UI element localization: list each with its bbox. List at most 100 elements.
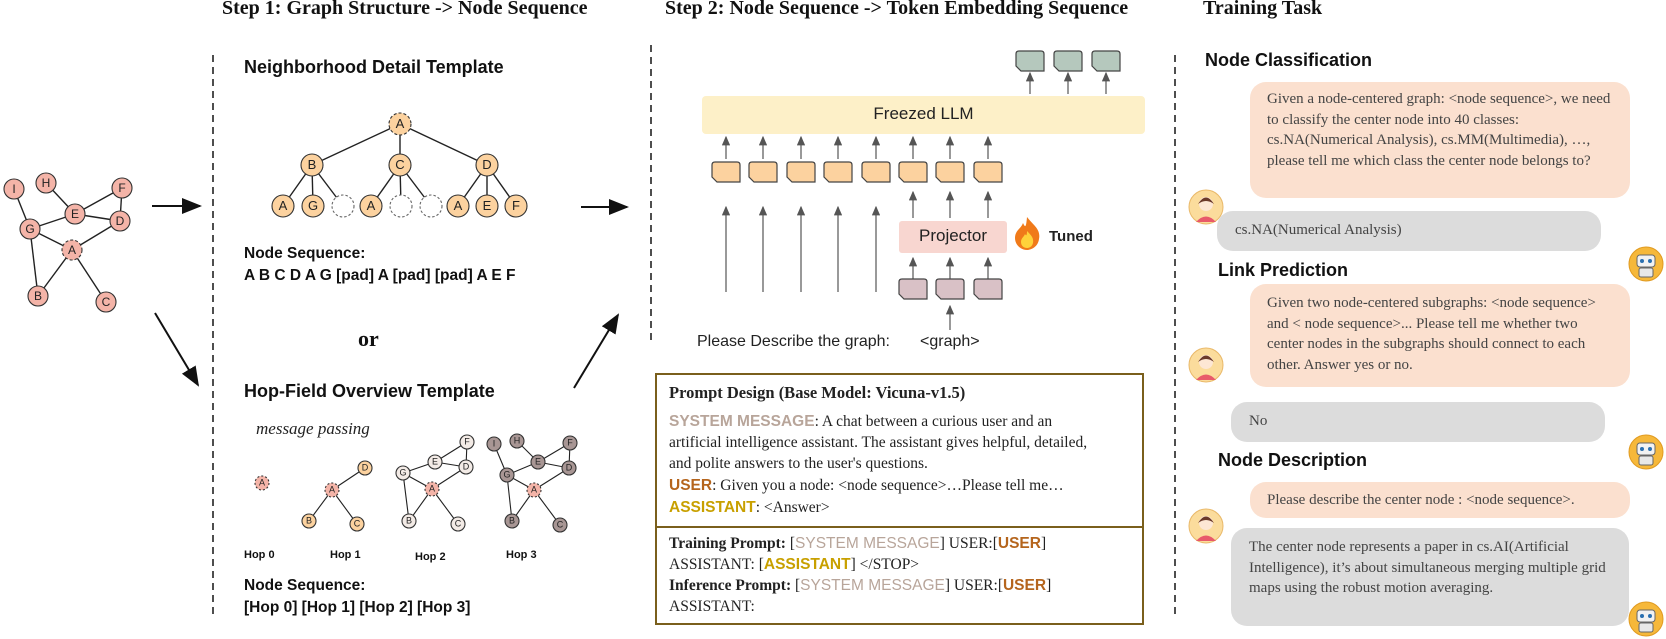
hop3-f-label: F bbox=[567, 438, 573, 448]
hop-label-3: Hop 3 bbox=[506, 549, 537, 561]
tree-node-0: A bbox=[388, 112, 412, 136]
hop1-b: B bbox=[301, 513, 317, 529]
node-description-title: Node Description bbox=[1218, 450, 1368, 470]
projector-box bbox=[899, 221, 1007, 253]
training-prompt-line: Training Prompt: [SYSTEM MESSAGE] USER:[… bbox=[669, 535, 1047, 552]
tree-node-3: D bbox=[475, 153, 499, 177]
hop3-d: D bbox=[561, 460, 577, 476]
output-token-1 bbox=[1053, 50, 1083, 72]
assistant-line: ASSISTANT: <Answer> bbox=[669, 499, 830, 516]
input-node-6: A bbox=[61, 239, 83, 261]
input-node-5-label: D bbox=[116, 214, 125, 228]
tokens-layer bbox=[711, 50, 1121, 300]
input-prompt-text: Please Describe the graph: bbox=[697, 333, 890, 350]
hop3-center-label: A bbox=[531, 485, 537, 495]
avatars-layer bbox=[1188, 189, 1664, 637]
hop2-b: B bbox=[401, 513, 417, 529]
hop1-b-label: B bbox=[306, 516, 312, 526]
node-classification-answer: cs.NA(Numerical Analysis) bbox=[1217, 211, 1601, 251]
robot-avatar-icon-1 bbox=[1628, 246, 1664, 282]
hop-label-0: Hop 0 bbox=[244, 549, 275, 561]
tree-node-7-label: A bbox=[454, 198, 463, 213]
hop2-d: D bbox=[458, 459, 474, 475]
hop3-i-label: I bbox=[493, 439, 496, 449]
tree-node-7: A bbox=[446, 194, 470, 218]
graph-token-2 bbox=[973, 278, 1003, 300]
output-token-0 bbox=[1015, 50, 1045, 72]
tree-node-9-label: F bbox=[512, 198, 520, 213]
user-line: USER: Given you a node: <node sequence>…… bbox=[669, 477, 1064, 494]
embedding-token-6 bbox=[935, 161, 965, 183]
tree-node-1: B bbox=[300, 153, 324, 177]
tree-node-1-label: B bbox=[308, 157, 317, 172]
hop2-center: A bbox=[424, 481, 440, 497]
input-node-0: I bbox=[3, 178, 25, 200]
training-prompt-line-2: ASSISTANT: [ASSISTANT] </STOP> bbox=[669, 556, 920, 573]
tree-pad-node-1 bbox=[389, 194, 413, 218]
tree-node-8-label: E bbox=[483, 198, 492, 213]
tree-node-6-label: A bbox=[367, 198, 376, 213]
hop1-c-label: C bbox=[354, 519, 361, 529]
robot-avatar-icon-2 bbox=[1628, 434, 1664, 470]
step2-heading: Step 2: Node Sequence -> Token Embedding… bbox=[665, 0, 1129, 19]
hop2-f: F bbox=[459, 434, 475, 450]
hop2-g: G bbox=[395, 465, 411, 481]
input-node-0-label: I bbox=[12, 182, 15, 196]
training-task-heading: Training Task bbox=[1203, 0, 1323, 19]
tree-node-6: A bbox=[359, 194, 383, 218]
hop2-e-label: E bbox=[432, 457, 438, 467]
graph-token-0 bbox=[898, 278, 928, 300]
prompt-divider bbox=[657, 526, 1142, 528]
neighborhood-template-title: Neighborhood Detail Template bbox=[244, 57, 504, 77]
hop3-b-label: B bbox=[509, 516, 515, 526]
node-sequence-value: A B C D A G [pad] A [pad] [pad] A E F bbox=[244, 267, 516, 284]
hop2-c-label: C bbox=[455, 519, 462, 529]
hop1-center: A bbox=[324, 482, 340, 498]
hop3-e-label: E bbox=[535, 457, 541, 467]
tree-node-4-label: A bbox=[279, 198, 288, 213]
tree-node-5: G bbox=[301, 194, 325, 218]
embedding-token-1 bbox=[748, 161, 778, 183]
hop2-f-label: F bbox=[464, 437, 470, 447]
robot-avatar-icon-3 bbox=[1628, 601, 1664, 637]
hop3-e: E bbox=[530, 454, 546, 470]
tree-node-0-label: A bbox=[396, 116, 405, 131]
user-avatar-icon-1 bbox=[1188, 189, 1224, 225]
hop1-center-label: A bbox=[329, 485, 335, 495]
user-avatar-icon-2 bbox=[1188, 347, 1224, 383]
embedding-token-5 bbox=[898, 161, 928, 183]
prompt-design-title: Prompt Design (Base Model: Vicuna-v1.5) bbox=[669, 383, 966, 402]
input-node-1-label: H bbox=[42, 176, 51, 190]
embedding-token-0 bbox=[711, 161, 741, 183]
input-node-2-label: F bbox=[118, 181, 125, 195]
hopfield-template-title: Hop-Field Overview Template bbox=[244, 381, 495, 401]
input-node-3: G bbox=[19, 218, 41, 240]
graph-token-1 bbox=[935, 278, 965, 300]
step1-heading: Step 1: Graph Structure -> Node Sequence bbox=[222, 0, 588, 19]
system-message-line: SYSTEM MESSAGE: A chat between a curious… bbox=[669, 413, 1053, 430]
tree-node-3-label: D bbox=[482, 157, 491, 172]
token-arrows bbox=[721, 71, 1111, 330]
hop2-b-label: B bbox=[406, 516, 412, 526]
link-prediction-answer: No bbox=[1231, 402, 1605, 442]
assistant-keyword: ASSISTANT bbox=[669, 499, 756, 516]
link-prediction-question: Given two node-centered subgraphs: <node… bbox=[1250, 284, 1630, 387]
system-message-keyword: SYSTEM MESSAGE bbox=[669, 413, 815, 430]
hop2-e: E bbox=[427, 454, 443, 470]
hop1-c: C bbox=[349, 516, 365, 532]
input-node-6-label: A bbox=[68, 243, 76, 257]
hop1-d: D bbox=[357, 460, 373, 476]
tuned-label: Tuned bbox=[1049, 228, 1093, 245]
hop3-f: F bbox=[562, 435, 578, 451]
input-node-3-label: G bbox=[25, 222, 34, 236]
hop-sequence-value: [Hop 0] [Hop 1] [Hop 2] [Hop 3] bbox=[244, 599, 471, 616]
input-node-5: D bbox=[109, 210, 131, 232]
freezed-llm-label: Freezed LLM bbox=[873, 104, 974, 123]
hop2-d-label: D bbox=[463, 462, 470, 472]
node-classification-title: Node Classification bbox=[1205, 50, 1373, 70]
link-prediction-title: Link Prediction bbox=[1218, 260, 1349, 280]
hop3-i: I bbox=[486, 436, 502, 452]
hop0-center: A bbox=[254, 475, 270, 491]
